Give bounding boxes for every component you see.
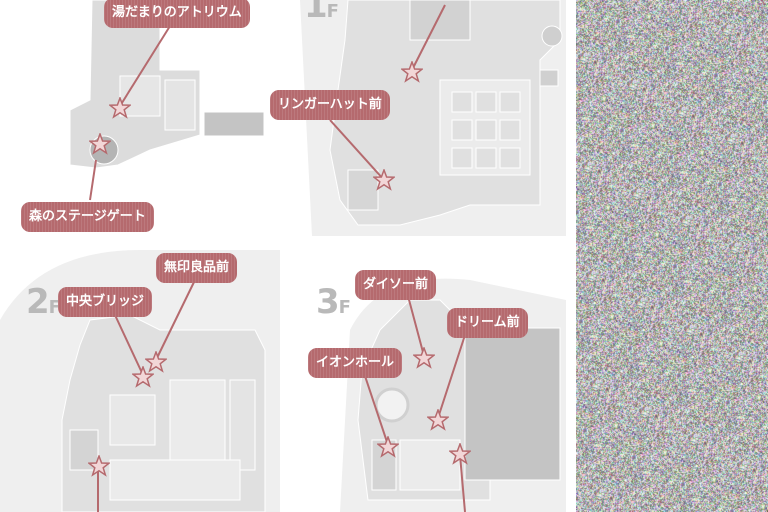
- star-icon[interactable]: [413, 347, 435, 369]
- building-2f: [61, 314, 266, 512]
- leader-lines: [89, 4, 466, 512]
- star-icon[interactable]: [449, 443, 471, 465]
- star-icon[interactable]: [109, 97, 131, 119]
- floor-label-1f: 1F: [304, 0, 339, 26]
- floor-suffix: F: [326, 1, 339, 22]
- star-icon[interactable]: [377, 436, 399, 458]
- floor-suffix: F: [48, 297, 61, 318]
- floor-number: 1: [304, 0, 328, 26]
- star-icon[interactable]: [373, 169, 395, 191]
- callout-dream[interactable]: ドリーム前: [447, 308, 528, 338]
- floor-map-area: 1F 2F 3F 湯だまりのアトリウム 森のステージゲート リンガーハット前 中…: [0, 0, 566, 512]
- star-icon[interactable]: [145, 351, 167, 373]
- callout-central-bridge[interactable]: 中央ブリッジ: [58, 287, 153, 317]
- floor-map-graphics: [0, 0, 566, 512]
- callout-stage-gate[interactable]: 森のステージゲート: [21, 202, 154, 232]
- noise-panel: [576, 0, 768, 512]
- callout-muji[interactable]: 無印良品前: [156, 253, 238, 283]
- floor-label-2f: 2F: [26, 282, 61, 322]
- star-icon[interactable]: [401, 61, 423, 83]
- callout-atrium[interactable]: 湯だまりのアトリウム: [104, 0, 250, 28]
- star-icon[interactable]: [89, 133, 111, 155]
- callout-aeon-hall[interactable]: イオンホール: [308, 348, 403, 378]
- building-1f: [329, 0, 563, 226]
- star-icon[interactable]: [427, 409, 449, 431]
- star-icon[interactable]: [88, 455, 110, 477]
- floor-label-3f: 3F: [316, 282, 351, 322]
- floor-number: 3: [316, 282, 340, 322]
- callout-ringer-hut[interactable]: リンガーハット前: [270, 90, 390, 120]
- floor-number: 2: [26, 282, 50, 322]
- floor-suffix: F: [338, 297, 351, 318]
- callout-daiso[interactable]: ダイソー前: [355, 270, 437, 300]
- star-icon[interactable]: [132, 366, 154, 388]
- building-top-left: [69, 0, 265, 169]
